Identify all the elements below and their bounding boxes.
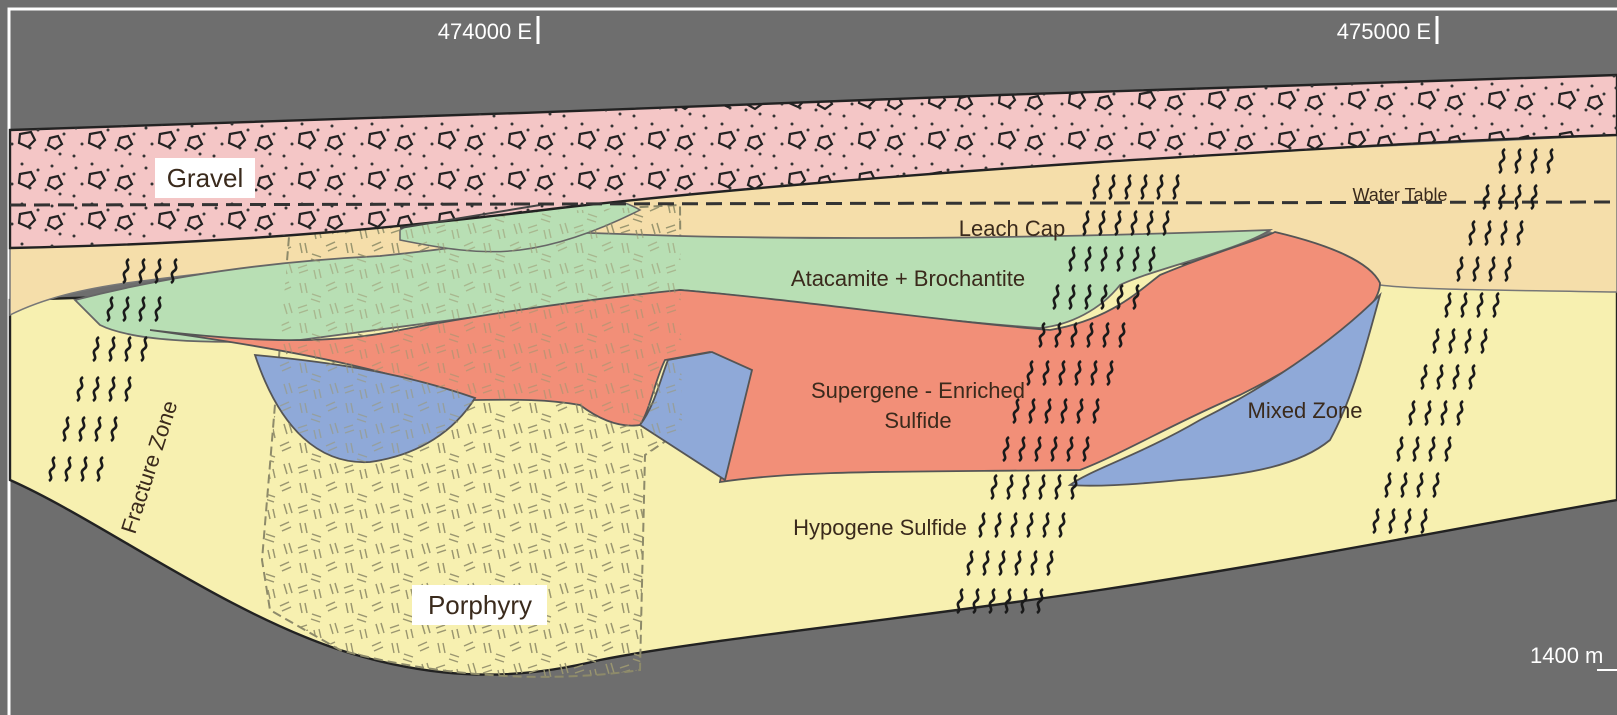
supergene-label-line2: Sulfide <box>884 408 951 433</box>
porphyry-label: Porphyry <box>428 590 532 620</box>
easting-474000-label: 474000 E <box>438 19 532 44</box>
hypogene-label: Hypogene Sulfide <box>793 515 967 540</box>
gravel-label: Gravel <box>167 163 244 193</box>
mixed-zone-label: Mixed Zone <box>1248 398 1363 423</box>
leach-cap-label: Leach Cap <box>959 216 1065 241</box>
oxide-label: Atacamite + Brochantite <box>791 266 1025 291</box>
supergene-label-line1: Supergene - Enriched <box>811 378 1025 403</box>
easting-475000-label: 475000 E <box>1337 19 1431 44</box>
elevation-label: 1400 m <box>1530 643 1603 668</box>
water-table-label: Water Table <box>1352 185 1447 205</box>
